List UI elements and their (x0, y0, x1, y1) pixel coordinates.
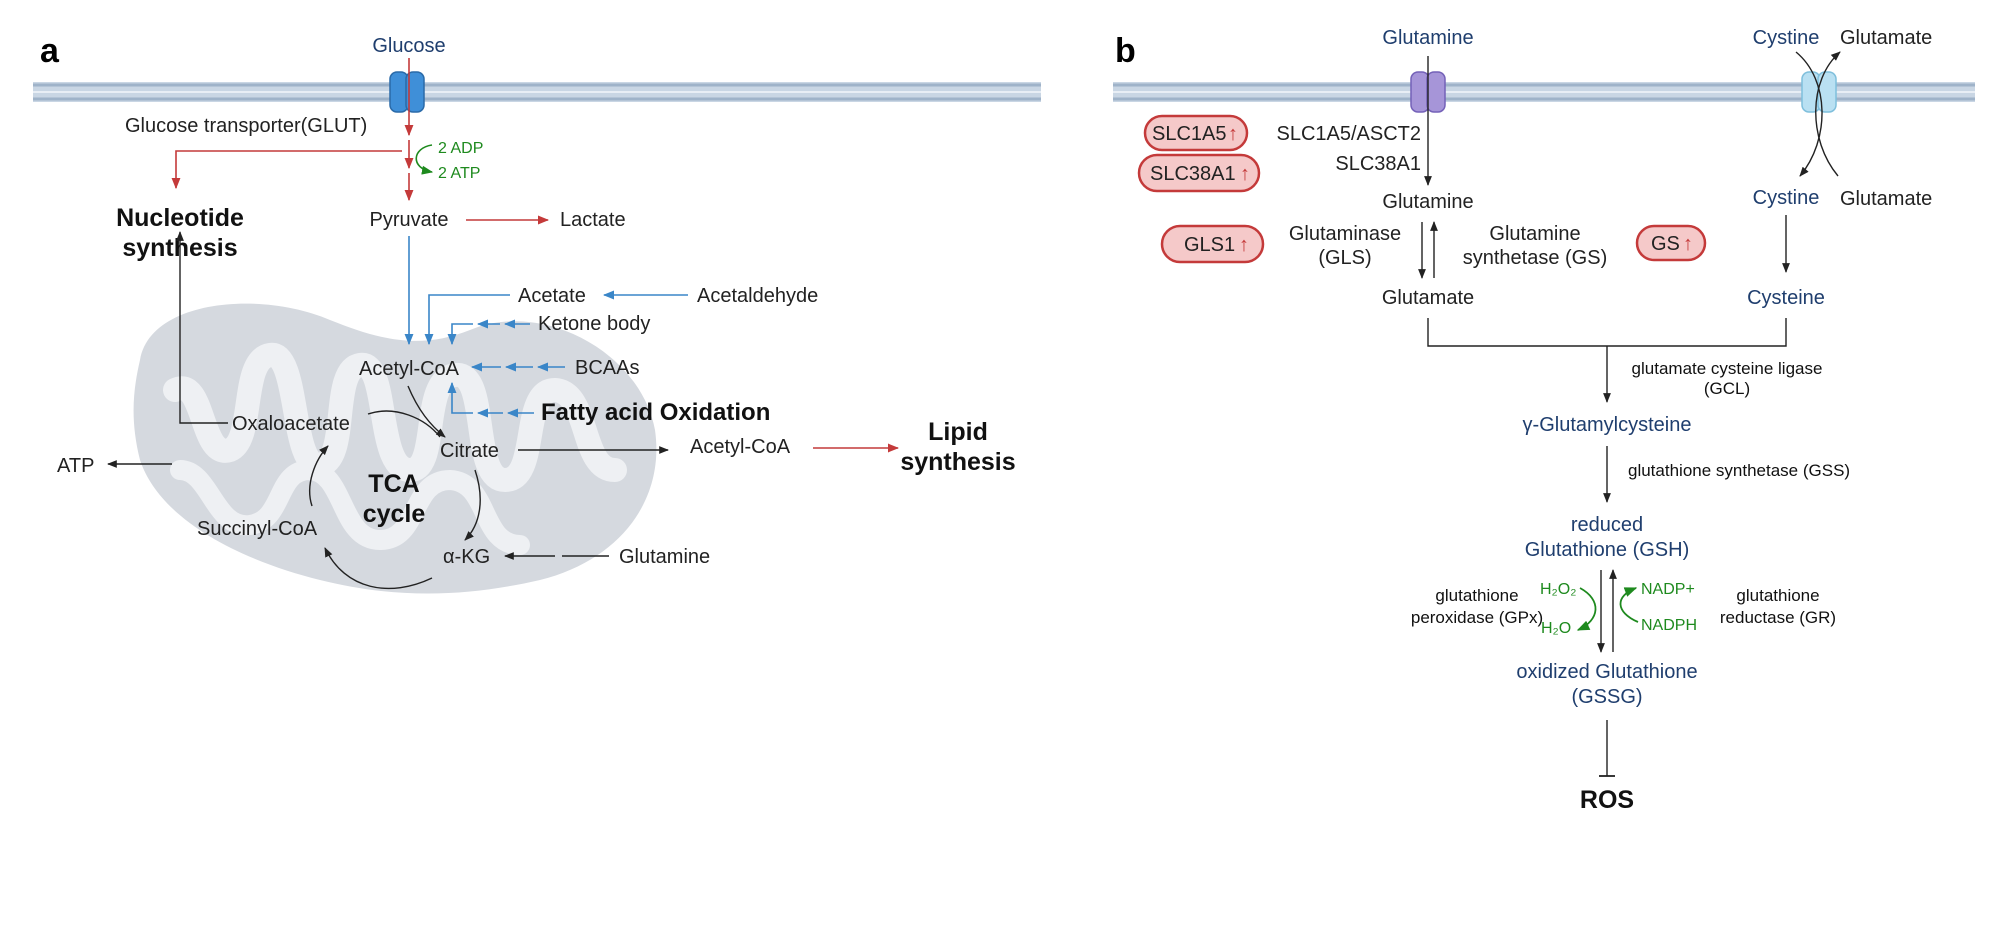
gsh-label-2: Glutathione (GSH) (1525, 539, 1690, 561)
glutamine-transporter-icon (1410, 71, 1446, 113)
citrate-label: Citrate (440, 440, 499, 462)
tca-label-2: cycle (363, 500, 426, 528)
glutamate-intracellular-label: Glutamate (1840, 188, 1932, 210)
nucleotide-synthesis-label-1: Nucleotide (116, 204, 244, 232)
slc38a1-label: SLC38A1 (1335, 153, 1421, 175)
h2o-label: H₂O (1541, 620, 1571, 637)
acetaldehyde-label: Acetaldehyde (697, 285, 818, 307)
fatty-acid-oxidation-label: Fatty acid Oxidation (541, 399, 770, 426)
gpx-green-arrow (1576, 587, 1597, 631)
gssg-label-2: (GSSG) (1571, 686, 1642, 708)
glutamate-label: Glutamate (1382, 287, 1474, 309)
gss-label: glutathione synthetase (GSS) (1628, 461, 1850, 480)
acetyl-coa-out-label: Acetyl-CoA (690, 436, 791, 458)
svg-text:SLC38A1: SLC38A1 (1150, 163, 1236, 185)
glut-label: Glucose transporter(GLUT) (125, 115, 367, 137)
gcl-label-1: glutamate cysteine ligase (1632, 359, 1823, 378)
cystine-extracellular-label: Cystine (1753, 27, 1820, 49)
acetate-to-acetylcoa-arrow (424, 294, 510, 346)
glutamine-intracellular-label: Glutamine (1382, 191, 1473, 213)
svg-text:↑: ↑ (1683, 233, 1693, 255)
atp-label: ATP (57, 455, 94, 477)
acetylcoa-to-citrate-arrow (407, 385, 446, 438)
lipid-synthesis-label-1: Lipid (928, 418, 988, 446)
badge-slc1a5: SLC1A5 ↑ (1143, 114, 1249, 152)
adp-label: 2 ADP (438, 140, 483, 157)
pyruvate-label: Pyruvate (370, 209, 449, 231)
gpx-label-2: peroxidase (GPx) (1411, 608, 1543, 627)
succinyl-to-oxaloacetate-arrow (308, 445, 329, 507)
akg-label: α-KG (443, 546, 490, 568)
badge-gls1: GLS1 ↑ (1160, 224, 1265, 264)
glutamine-synthetase-label-2: synthetase (GS) (1463, 247, 1608, 269)
cell-membrane-a (33, 82, 1041, 102)
glutamate-extracellular-label: Glutamate (1840, 27, 1932, 49)
gpx-label-1: glutathione (1435, 586, 1518, 605)
oxaloacetate-to-citrate-arrow (367, 410, 441, 438)
glutamine-a-label: Glutamine (619, 546, 710, 568)
badge-slc38a1: SLC38A1 ↑ (1137, 153, 1261, 193)
bcaas-label: BCAAs (575, 357, 639, 379)
svg-text:GS: GS (1651, 233, 1680, 255)
gssg-label-1: oxidized Glutathione (1516, 661, 1697, 683)
h2o2-label: H₂O₂ (1540, 581, 1576, 598)
glutaminase-label-2: (GLS) (1318, 247, 1371, 269)
xct-antiporter-icon (1801, 71, 1837, 113)
cystine-import-arrow (1795, 51, 1823, 177)
cysteine-label: Cysteine (1747, 287, 1825, 309)
cell-membrane-b (1113, 82, 1975, 102)
glutaminase-label-1: Glutaminase (1289, 223, 1401, 245)
gr-label-1: glutathione (1736, 586, 1819, 605)
glutamine-synthetase-label-1: Glutamine (1489, 223, 1580, 245)
oxaloacetate-label: Oxaloacetate (232, 413, 350, 435)
akg-to-succinyl-arrow (324, 547, 433, 590)
badge-gs: GS ↑ (1635, 224, 1707, 262)
gr-label-2: reductase (GR) (1720, 608, 1836, 627)
glutamate-export-arrow (1815, 51, 1841, 177)
fao-arrow-3 (447, 381, 473, 414)
acetyl-coa-label: Acetyl-CoA (359, 358, 460, 380)
ketone-body-label: Ketone body (538, 313, 650, 335)
svg-text:GLS1: GLS1 (1184, 234, 1235, 256)
nadph-label: NADPH (1641, 617, 1697, 634)
glycolysis-arrows (171, 58, 414, 202)
cystine-intracellular-label: Cystine (1753, 187, 1820, 209)
panel-label-b: b (1115, 32, 1136, 70)
gcl-label-2: (GCL) (1704, 379, 1750, 398)
atp2-label: 2 ATP (438, 165, 480, 182)
panel-label-a: a (40, 32, 60, 70)
gsh-label-1: reduced (1571, 514, 1643, 536)
ros-label: ROS (1580, 786, 1634, 814)
glucose-label: Glucose (372, 35, 445, 57)
svg-text:↑: ↑ (1239, 234, 1249, 256)
gcl-merge-bracket (1427, 318, 1787, 347)
slc1a5-asct2-label: SLC1A5/ASCT2 (1276, 123, 1421, 145)
nadp-label: NADP+ (1641, 581, 1695, 598)
gr-green-arrow (1619, 587, 1639, 623)
lipid-synthesis-label-2: synthesis (900, 448, 1015, 476)
svg-text:SLC1A5: SLC1A5 (1152, 123, 1227, 145)
citrate-to-akg-arrow (464, 469, 481, 541)
mitochondrion-icon (133, 303, 657, 594)
svg-text:↑: ↑ (1228, 123, 1238, 145)
svg-text:↑: ↑ (1240, 163, 1250, 185)
glutamine-extracellular-label: Glutamine (1382, 27, 1473, 49)
gamma-glutamylcysteine-label: γ-Glutamylcysteine (1523, 414, 1692, 436)
succinyl-coa-label: Succinyl-CoA (197, 518, 318, 540)
acetate-label: Acetate (518, 285, 586, 307)
atp-generation-arrow (415, 144, 434, 175)
ketone-arrow-3 (447, 323, 473, 346)
oxaloacetate-to-nucleotide-arrow (176, 231, 228, 424)
tca-label-1: TCA (368, 470, 419, 498)
lactate-label: Lactate (560, 209, 626, 231)
glut-transporter-icon (389, 71, 425, 113)
